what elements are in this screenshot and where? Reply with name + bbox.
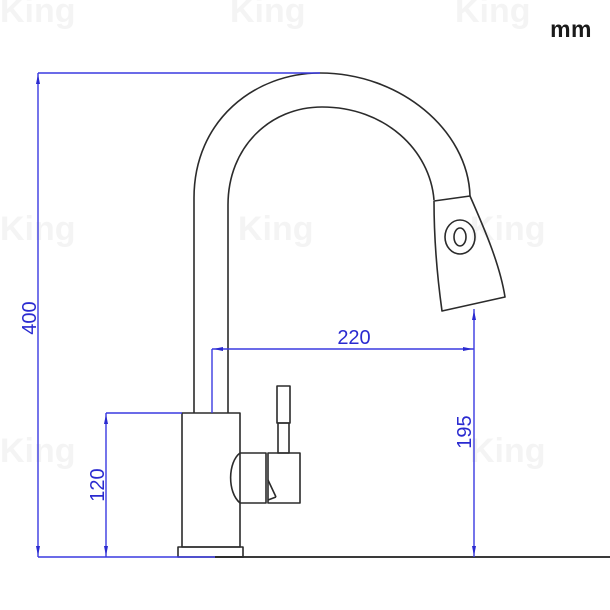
dimension-spout-reach: 220	[211, 327, 474, 413]
dimension-spout-height-label: 195	[454, 415, 476, 448]
arrow-icon	[472, 546, 476, 556]
handle-stem	[277, 422, 290, 454]
arrow-icon	[36, 546, 40, 556]
dimension-total-height-label: 400	[19, 301, 41, 334]
arrow-icon	[472, 310, 476, 320]
dimension-spout-reach-label: 220	[337, 327, 370, 349]
arrow-icon	[213, 347, 223, 351]
handle-lever-base	[267, 452, 301, 504]
arrow-icon	[463, 347, 473, 351]
spout-inner-outline	[227, 106, 435, 413]
faucet-base-plate	[177, 546, 244, 558]
spray-head-button	[453, 227, 467, 247]
dimension-body-height-label: 120	[87, 468, 109, 501]
spout-outer-outline	[193, 72, 471, 413]
faucet-body	[181, 412, 241, 548]
handle-hub	[229, 452, 267, 504]
dimension-total-height: 400	[19, 72, 320, 558]
spray-head	[433, 195, 506, 312]
handle-lever-detail	[267, 496, 277, 501]
spray-head-button-ring	[444, 219, 476, 255]
arrow-icon	[104, 414, 108, 424]
arrow-icon	[36, 74, 40, 84]
handle-grip	[276, 385, 291, 424]
dimension-spout-height: 195	[454, 309, 476, 557]
unit-label: mm	[550, 16, 592, 42]
handle-lever-detail	[267, 479, 277, 498]
arrow-icon	[104, 546, 108, 556]
dimension-body-height: 120	[87, 412, 182, 557]
